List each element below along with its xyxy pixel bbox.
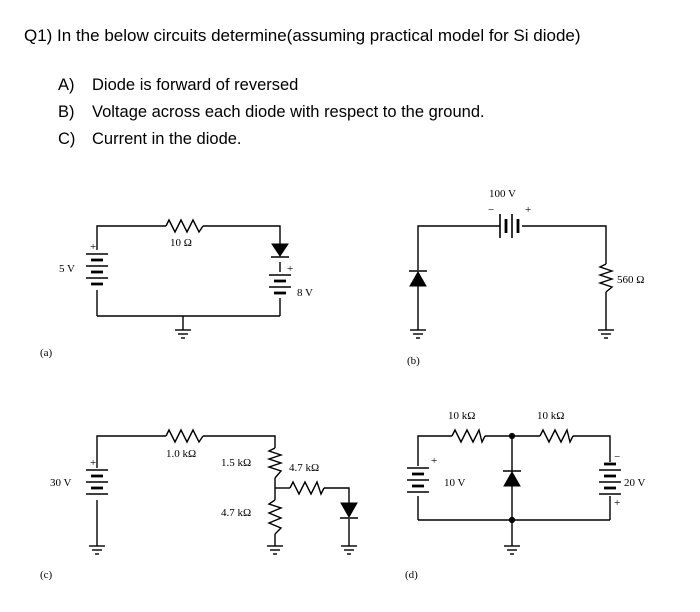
resistor-icon bbox=[451, 427, 486, 445]
polarity-plus: + bbox=[431, 455, 437, 467]
circuit-a-tag: (a) bbox=[40, 347, 53, 359]
question-item-c: C) Current in the diode. bbox=[58, 126, 485, 153]
resistor-c1-label: 1.0 kΩ bbox=[166, 448, 196, 460]
item-text: Voltage across each diode with respect t… bbox=[92, 103, 485, 121]
ground-icon bbox=[267, 545, 283, 555]
resistor-c3-label: 4.7 kΩ bbox=[221, 507, 251, 519]
ground-icon bbox=[175, 329, 191, 339]
item-letter: C) bbox=[58, 130, 76, 148]
circuit-d-tag: (d) bbox=[405, 569, 418, 581]
battery-icon bbox=[407, 467, 429, 493]
source-a2-label: 8 V bbox=[297, 287, 313, 299]
circuit-c-tag: (c) bbox=[40, 569, 53, 581]
polarity-minus: − bbox=[614, 451, 620, 463]
polarity-plus: + bbox=[525, 204, 531, 216]
ground-icon bbox=[598, 329, 614, 339]
resistor-icon bbox=[597, 263, 615, 293]
resistor-icon bbox=[539, 427, 574, 445]
battery-icon bbox=[599, 462, 621, 495]
diode-icon bbox=[409, 270, 427, 287]
resistor-icon bbox=[289, 480, 325, 496]
source-a1-label: 5 V bbox=[59, 263, 75, 275]
resistor-a-label: 10 Ω bbox=[170, 237, 192, 249]
circuit-c-wires bbox=[96, 435, 350, 546]
diode-icon bbox=[340, 502, 358, 519]
circuit-a-wires bbox=[96, 225, 281, 330]
resistor-b-label: 560 Ω bbox=[617, 274, 644, 286]
resistor-icon bbox=[165, 218, 204, 234]
ground-icon bbox=[410, 329, 426, 339]
source-b-label: 100 V bbox=[489, 188, 516, 200]
diode-icon bbox=[503, 470, 521, 487]
resistor-d1-label: 10 kΩ bbox=[448, 410, 475, 422]
diode-icon bbox=[271, 243, 289, 258]
polarity-plus: + bbox=[90, 457, 96, 469]
circuit-b-tag: (b) bbox=[407, 355, 420, 367]
ground-icon bbox=[341, 545, 357, 555]
circuit-d: + 10 V 10 kΩ 10 kΩ − 20 V + (d) bbox=[405, 410, 646, 581]
source-c-label: 30 V bbox=[50, 477, 72, 489]
question-title: Q1) In the below circuits determine(assu… bbox=[24, 26, 581, 45]
battery-icon bbox=[499, 214, 520, 238]
battery-icon bbox=[86, 253, 108, 286]
source-d2-label: 20 V bbox=[624, 477, 646, 489]
polarity-plus: + bbox=[614, 497, 620, 509]
question-list: A) Diode is forward of reversed B) Voltage… bbox=[58, 72, 485, 153]
polarity-plus: + bbox=[90, 241, 96, 253]
source-d1-label: 10 V bbox=[444, 477, 466, 489]
battery-icon bbox=[86, 469, 108, 495]
item-letter: A) bbox=[58, 76, 75, 94]
circuit-b-wires bbox=[417, 225, 607, 330]
ground-icon bbox=[89, 545, 105, 555]
polarity-plus: + bbox=[287, 263, 293, 275]
resistor-icon bbox=[267, 499, 283, 535]
resistor-d2-label: 10 kΩ bbox=[537, 410, 564, 422]
question-item-a: A) Diode is forward of reversed bbox=[58, 72, 485, 99]
question-item-b: B) Voltage across each diode with respect… bbox=[58, 99, 485, 126]
circuit-c: + 30 V 1.0 kΩ 1.5 kΩ 4.7 kΩ 4.7 kΩ bbox=[40, 428, 358, 581]
circuit-a: + 5 V 10 Ω + 8 V (a) bbox=[40, 218, 313, 359]
resistor-icon bbox=[165, 428, 204, 444]
resistor-c4-label: 4.7 kΩ bbox=[289, 462, 319, 474]
resistor-icon bbox=[266, 447, 284, 479]
junction-dot bbox=[508, 432, 516, 440]
item-letter: B) bbox=[58, 103, 75, 121]
circuit-d-wires bbox=[417, 435, 611, 546]
ground-icon bbox=[504, 545, 520, 555]
resistor-c2-label: 1.5 kΩ bbox=[221, 457, 251, 469]
junction-dot bbox=[508, 516, 516, 524]
item-text: Current in the diode. bbox=[92, 130, 242, 148]
item-text: Diode is forward of reversed bbox=[92, 76, 299, 94]
polarity-minus: − bbox=[488, 204, 494, 216]
circuit-b: 100 V − + 560 Ω (b) bbox=[407, 188, 644, 367]
battery-icon bbox=[269, 274, 291, 295]
